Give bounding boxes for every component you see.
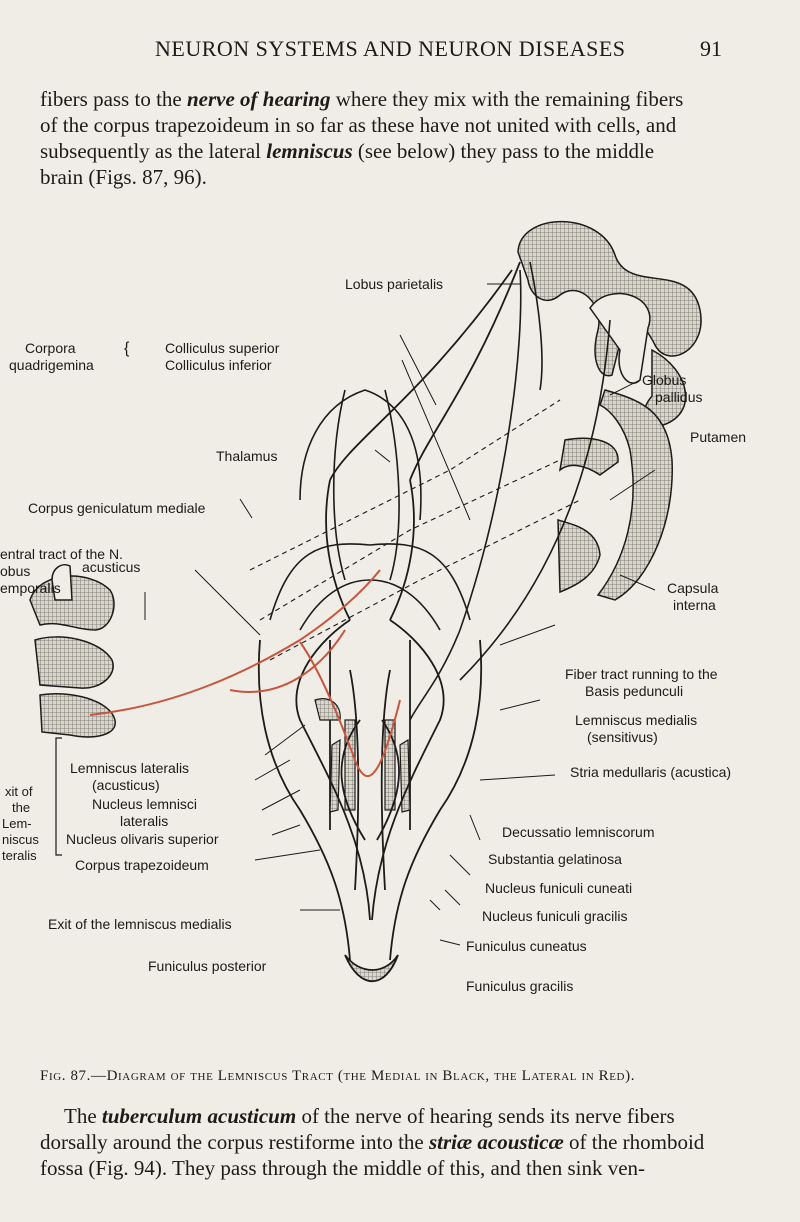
- text-line: fibers pass to the nerve of hearing wher…: [40, 86, 755, 112]
- label-decussatio: Decussatio lemniscorum: [502, 824, 655, 841]
- label-nucleus-cuneati: Nucleus funiculi cuneati: [485, 880, 632, 897]
- lateral-path-2: [230, 630, 345, 692]
- label-exit-medialis: Exit of the lemniscus medialis: [48, 916, 232, 933]
- label-corpus-geniculatum: Corpus geniculatum mediale: [28, 500, 205, 517]
- brainstem-outline: [259, 640, 481, 981]
- capsula-interna-outline: [410, 262, 610, 720]
- label-central-tract-2: obus: [0, 563, 30, 580]
- emphasis: lemniscus: [266, 139, 352, 163]
- label-exit-lateral-4: niscus: [2, 832, 39, 847]
- text-line: brain (Figs. 87, 96).: [40, 164, 755, 190]
- label-funiculus-posterior: Funiculus posterior: [148, 958, 266, 975]
- figure-caption: Fig. 87.—Diagram of the Lemniscus Tract …: [40, 1068, 760, 1085]
- emphasis: striæ acousticæ: [429, 1130, 564, 1154]
- label-colliculus-superior: Colliculus superior: [165, 340, 279, 357]
- label-quadrigemina: quadrigemina: [9, 357, 94, 374]
- label-putamen: Putamen: [690, 429, 746, 446]
- label-lemniscus-lateralis-1: Lemniscus lateralis: [70, 760, 189, 777]
- label-substantia-gelatinosa: Substantia gelatinosa: [488, 851, 622, 868]
- emphasis: tuberculum acusticum: [102, 1104, 296, 1128]
- brace-symbol: {: [124, 340, 129, 357]
- label-lemniscus-medialis-1: Lemniscus medialis: [575, 712, 697, 729]
- label-corpus-trapezoideum: Corpus trapezoideum: [75, 857, 209, 874]
- label-nucleus-gracilis: Nucleus funiculi gracilis: [482, 908, 628, 925]
- label-nucleus-lemnisci-2: lateralis: [120, 813, 168, 830]
- label-colliculus-inferior: Colliculus inferior: [165, 357, 272, 374]
- text-line: fossa (Fig. 94). They pass through the m…: [40, 1155, 755, 1181]
- text-line: subsequently as the lateral lemniscus (s…: [40, 138, 755, 164]
- label-exit-lateral-2: the: [12, 800, 30, 815]
- label-fiber-tract-2: Basis pedunculi: [585, 683, 683, 700]
- label-fiber-tract-1: Fiber tract running to the: [565, 666, 718, 683]
- bracket-left: [56, 738, 62, 855]
- thalamus-region: [270, 390, 470, 630]
- label-capsula: Capsula: [667, 580, 718, 597]
- page-number: 91: [700, 36, 722, 62]
- label-central-tract-4: emporalis: [0, 580, 61, 597]
- label-corpora: Corpora: [25, 340, 76, 357]
- leader-lines: [145, 284, 655, 945]
- label-funiculus-gracilis: Funiculus gracilis: [466, 978, 573, 995]
- label-nucleus-olivaris: Nucleus olivaris superior: [66, 831, 219, 848]
- dashed-fiber-tracts: [250, 400, 580, 660]
- paragraph-bottom: The tuberculum acusticum of the nerve of…: [40, 1103, 755, 1181]
- label-nucleus-lemnisci-1: Nucleus lemnisci: [92, 796, 197, 813]
- lemniscus-diagram: Lobus parietalis Corpora quadrigemina { …: [0, 200, 800, 1060]
- label-central-tract-3: acusticus: [82, 559, 140, 576]
- label-exit-lateral-1: xit of: [5, 784, 32, 799]
- label-lobus-parietalis: Lobus parietalis: [345, 276, 443, 293]
- text-line: dorsally around the corpus restiforme in…: [40, 1129, 755, 1155]
- label-funiculus-cuneatus: Funiculus cuneatus: [466, 938, 587, 955]
- running-title: NEURON SYSTEMS AND NEURON DISEASES: [155, 36, 626, 62]
- running-head: NEURON SYSTEMS AND NEURON DISEASES 91: [0, 36, 800, 70]
- label-exit-lateral-3: Lem-: [2, 816, 32, 831]
- paragraph-top: fibers pass to the nerve of hearing wher…: [40, 86, 755, 190]
- text-line: The tuberculum acusticum of the nerve of…: [40, 1103, 755, 1129]
- label-exit-lateral-5: teralis: [2, 848, 37, 863]
- text-line: of the corpus trapezoideum in so far as …: [40, 112, 755, 138]
- label-pallidus: pallidus: [655, 389, 702, 406]
- label-lemniscus-medialis-2: (sensitivus): [587, 729, 658, 746]
- label-globus: Globus: [642, 372, 686, 389]
- label-thalamus: Thalamus: [216, 448, 277, 465]
- label-lemniscus-lateralis-2: (acusticus): [92, 777, 160, 794]
- label-stria-medullaris: Stria medullaris (acustica): [570, 764, 731, 781]
- label-interna: interna: [673, 597, 716, 614]
- emphasis: nerve of hearing: [187, 87, 331, 111]
